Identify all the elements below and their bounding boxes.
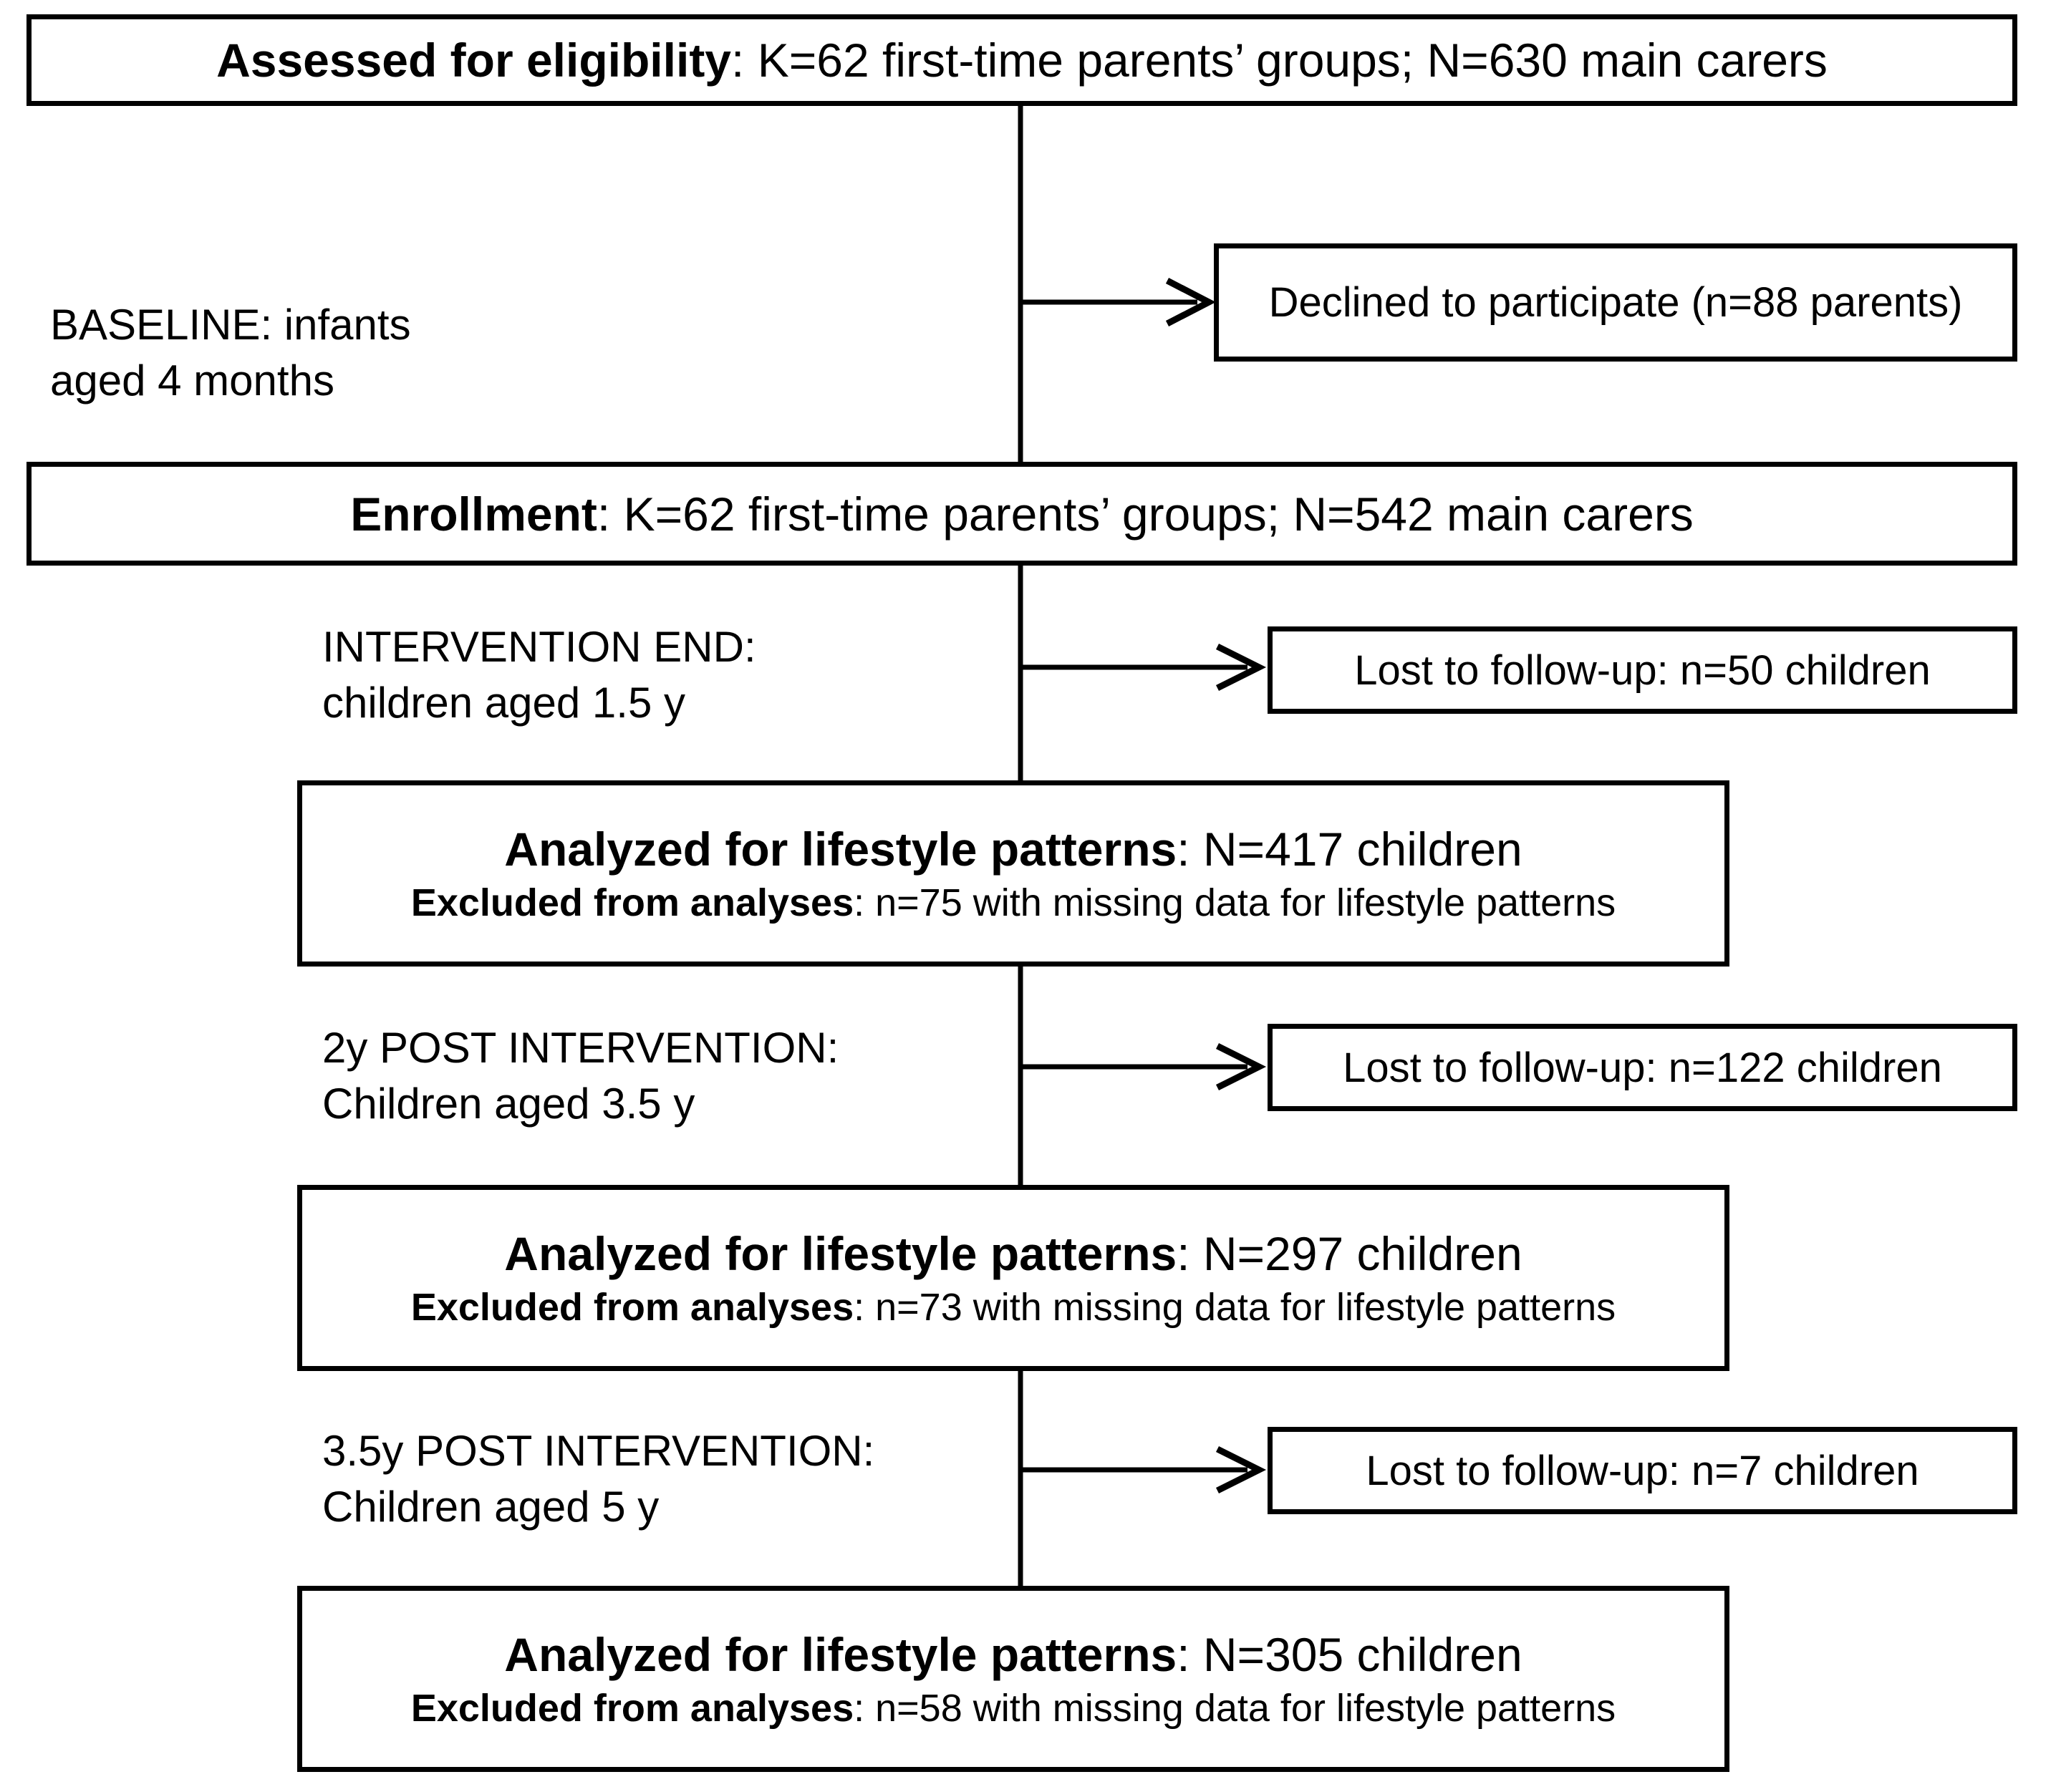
lost-2-text: Lost to follow-up: n=122 children: [1343, 1044, 1942, 1091]
excluded-3-line: Excluded from analyses: n=58 with missin…: [302, 1686, 1724, 1730]
analyzed-1-lead: Analyzed for lifestyle patterns: [504, 823, 1177, 876]
enrollment-text: Enrollment: K=62 first-time parents’ gro…: [32, 487, 2012, 541]
arrowhead-lost-1: [1215, 643, 1267, 692]
excluded-3-lead: Excluded from analyses: [410, 1687, 854, 1730]
lost-1-text: Lost to follow-up: n=50 children: [1354, 646, 1931, 694]
analyzed-3-lead: Analyzed for lifestyle patterns: [504, 1628, 1177, 1681]
box-lost-to-followup-5y: Lost to follow-up: n=7 children: [1268, 1427, 2017, 1514]
analyzed-3-line: Analyzed for lifestyle patterns: N=305 c…: [302, 1627, 1724, 1682]
arrowhead-declined: [1165, 278, 1216, 326]
assessed-lead: Assessed for eligibility: [216, 34, 732, 87]
excluded-1-rest: : n=75 with missing data for lifestyle p…: [854, 881, 1616, 924]
analyzed-2-line: Analyzed for lifestyle patterns: N=297 c…: [302, 1226, 1724, 1281]
lost-3-text: Lost to follow-up: n=7 children: [1366, 1447, 1919, 1494]
box-analyzed-5y: Analyzed for lifestyle patterns: N=305 c…: [297, 1586, 1729, 1772]
analyzed-1-line: Analyzed for lifestyle patterns: N=417 c…: [302, 822, 1724, 876]
excluded-2-line: Excluded from analyses: n=73 with missin…: [302, 1285, 1724, 1330]
stage-label-intervention-end: INTERVENTION END: children aged 1.5 y: [322, 623, 756, 727]
box-analyzed-3-5y: Analyzed for lifestyle patterns: N=297 c…: [297, 1185, 1729, 1371]
declined-text: Declined to participate (n=88 parents): [1268, 279, 1963, 326]
analyzed-1-rest: : N=417 children: [1177, 823, 1522, 876]
excluded-2-rest: : n=73 with missing data for lifestyle p…: [854, 1286, 1616, 1329]
box-analyzed-1-5y: Analyzed for lifestyle patterns: N=417 c…: [297, 780, 1729, 967]
assessed-rest: : K=62 first-time parents’ groups; N=630…: [731, 34, 1828, 87]
stage-label-post-2y: 2y POST INTERVENTION: Children aged 3.5 …: [322, 1024, 839, 1128]
excluded-3-rest: : n=58 with missing data for lifestyle p…: [854, 1687, 1616, 1730]
enrollment-rest: : K=62 first-time parents’ groups; N=542…: [597, 487, 1694, 541]
analyzed-3-rest: : N=305 children: [1177, 1628, 1522, 1681]
box-lost-to-followup-1-5y: Lost to follow-up: n=50 children: [1268, 626, 2017, 714]
stage-label-post-3-5y: 3.5y POST INTERVENTION: Children aged 5 …: [322, 1427, 875, 1531]
excluded-2-lead: Excluded from analyses: [410, 1286, 854, 1329]
arrowhead-lost-3: [1215, 1445, 1267, 1494]
enrollment-lead: Enrollment: [350, 487, 597, 541]
assessed-text: Assessed for eligibility: K=62 first-tim…: [32, 33, 2012, 87]
box-assessed-for-eligibility: Assessed for eligibility: K=62 first-tim…: [26, 14, 2017, 106]
excluded-1-lead: Excluded from analyses: [410, 881, 854, 924]
analyzed-2-lead: Analyzed for lifestyle patterns: [504, 1227, 1177, 1280]
stage-label-baseline: BASELINE: infants aged 4 months: [50, 301, 411, 405]
box-declined-to-participate: Declined to participate (n=88 parents): [1214, 243, 2017, 362]
arrowhead-lost-2: [1215, 1042, 1267, 1091]
box-lost-to-followup-3-5y: Lost to follow-up: n=122 children: [1268, 1024, 2017, 1111]
analyzed-2-rest: : N=297 children: [1177, 1227, 1522, 1280]
excluded-1-line: Excluded from analyses: n=75 with missin…: [302, 881, 1724, 925]
box-enrollment: Enrollment: K=62 first-time parents’ gro…: [26, 462, 2017, 566]
